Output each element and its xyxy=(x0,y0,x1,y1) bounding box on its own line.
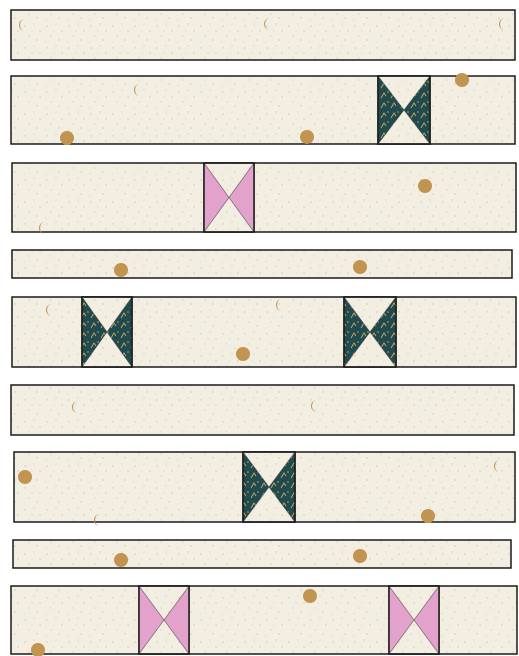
dot-icon xyxy=(60,131,74,145)
dot-icon xyxy=(353,260,367,274)
quilt-strip-row-1 xyxy=(11,10,515,60)
strip-background xyxy=(11,10,515,60)
strip-background xyxy=(13,540,511,568)
dot-icon xyxy=(353,549,367,563)
teal-bowtie-block xyxy=(344,297,396,367)
dot-icon xyxy=(114,553,128,567)
dot-icon xyxy=(418,179,432,193)
quilt-strips xyxy=(11,10,517,656)
pink-bowtie-block xyxy=(389,586,439,654)
teal-bowtie-block xyxy=(378,76,430,144)
quilt-strip-row-6 xyxy=(11,385,514,435)
strip-background xyxy=(11,385,514,435)
teal-bowtie-block xyxy=(243,452,295,522)
quilt-strip-row-7 xyxy=(14,452,515,526)
quilt-strip-row-3 xyxy=(12,163,516,234)
quilt-strip-row-9 xyxy=(11,586,517,656)
dot-icon xyxy=(455,73,469,87)
dot-icon xyxy=(236,347,250,361)
dot-icon xyxy=(303,589,317,603)
dot-icon xyxy=(421,509,435,523)
quilt-strip-row-5 xyxy=(12,297,516,367)
pink-bowtie-block xyxy=(139,586,189,654)
quilt-strip-row-8 xyxy=(13,540,511,568)
strip-background xyxy=(11,76,515,144)
quilt-strip-row-4 xyxy=(12,250,512,278)
dot-icon xyxy=(300,130,314,144)
strip-background xyxy=(12,163,516,232)
dot-icon xyxy=(114,263,128,277)
strip-background xyxy=(11,586,517,654)
pink-bowtie-block xyxy=(204,163,254,232)
dot-icon xyxy=(18,470,32,484)
teal-bowtie-block xyxy=(82,297,132,367)
quilt-strip-row-2 xyxy=(11,73,515,145)
strip-background xyxy=(12,250,512,278)
